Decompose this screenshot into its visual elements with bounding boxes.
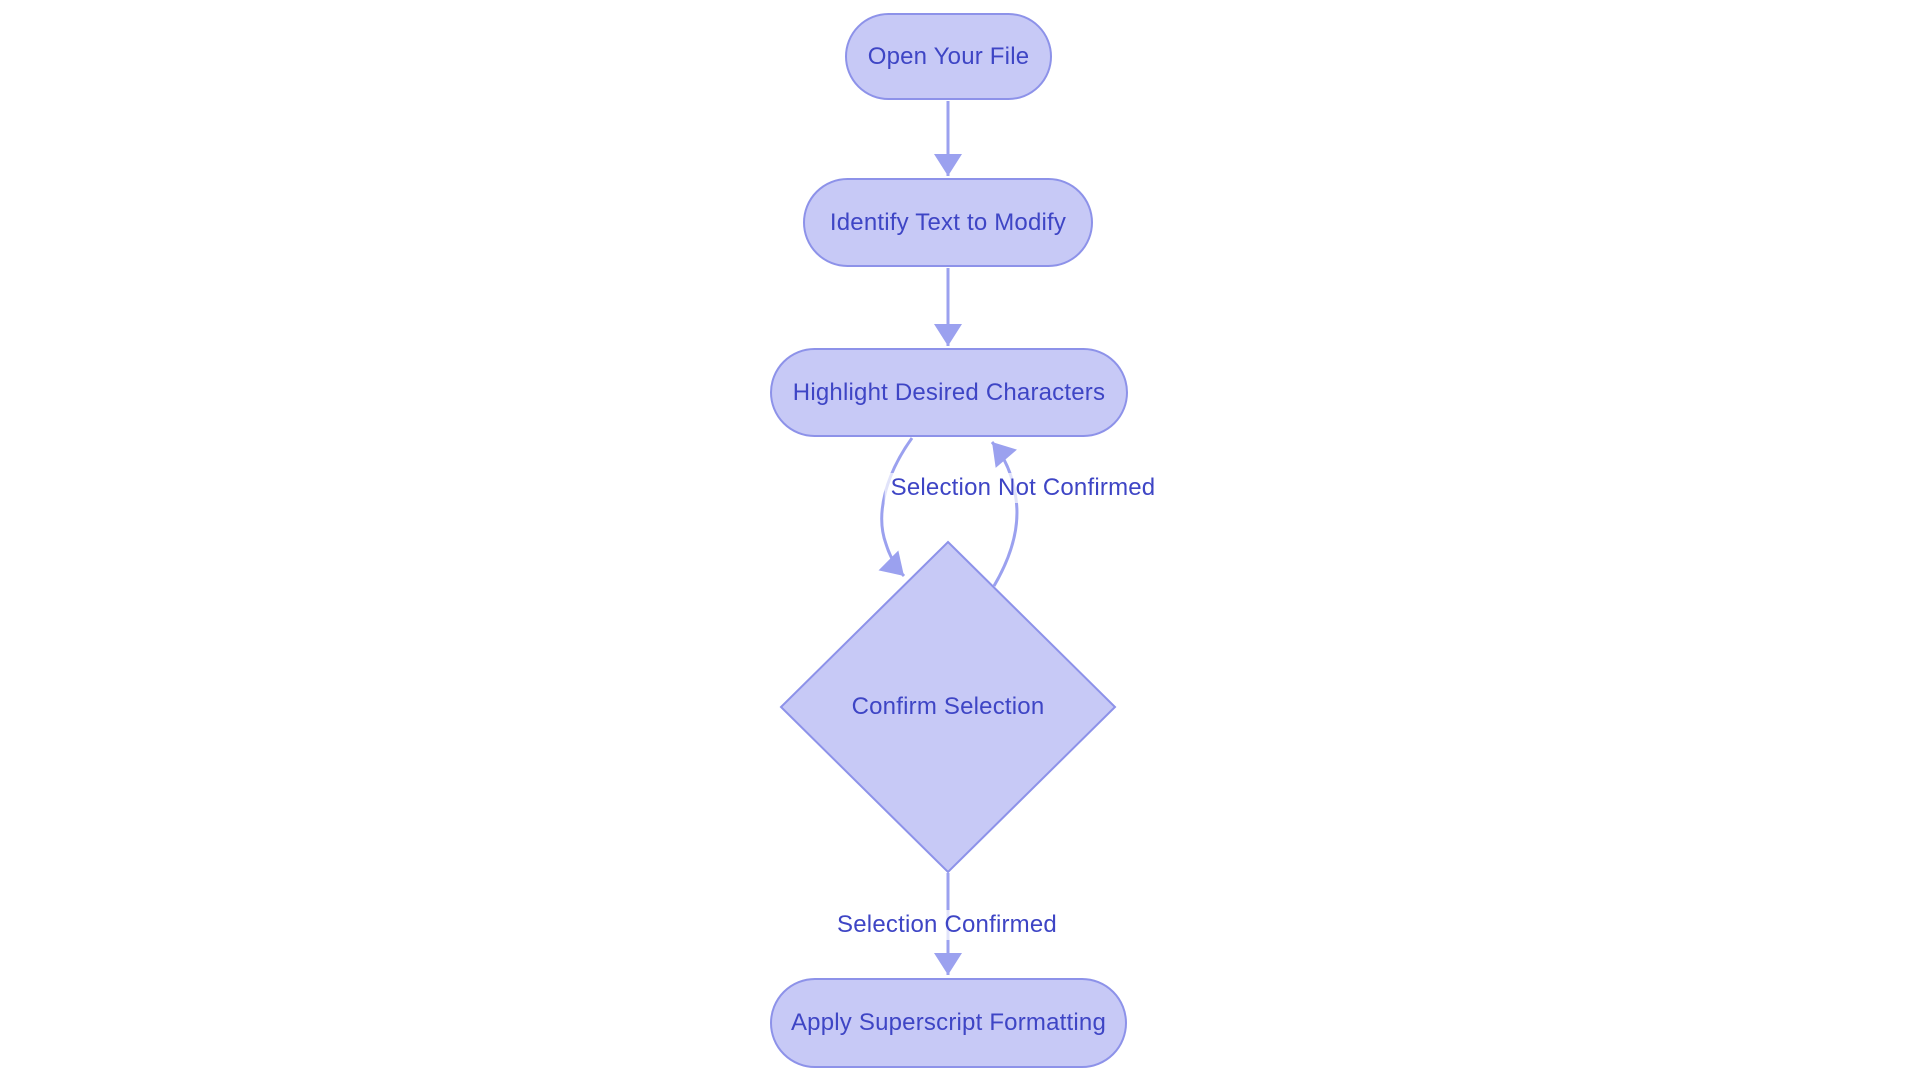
node-highlight-desired-characters-label: Highlight Desired Characters	[792, 378, 1106, 406]
node-identify-text-to-modify-label: Identify Text to Modify	[829, 208, 1067, 236]
node-open-your-file-label: Open Your File	[867, 42, 1030, 70]
node-identify-text-to-modify: Identify Text to Modify	[803, 178, 1093, 267]
node-apply-superscript-formatting-label: Apply Superscript Formatting	[790, 1009, 1107, 1036]
edge-label-selection-confirmed: Selection Confirmed	[831, 910, 1063, 940]
edge-label-selection-not-confirmed: Selection Not Confirmed	[884, 473, 1162, 503]
edge-highlight-to-confirm	[878, 437, 914, 578]
node-open-your-file: Open Your File	[845, 13, 1052, 100]
node-confirm-selection-label: Confirm Selection	[851, 693, 1045, 720]
decision-node-shape	[779, 540, 1117, 874]
node-apply-superscript-formatting: Apply Superscript Formatting	[770, 978, 1127, 1068]
node-highlight-desired-characters: Highlight Desired Characters	[770, 348, 1128, 437]
edge-confirm-to-highlight-loop	[990, 441, 1019, 587]
